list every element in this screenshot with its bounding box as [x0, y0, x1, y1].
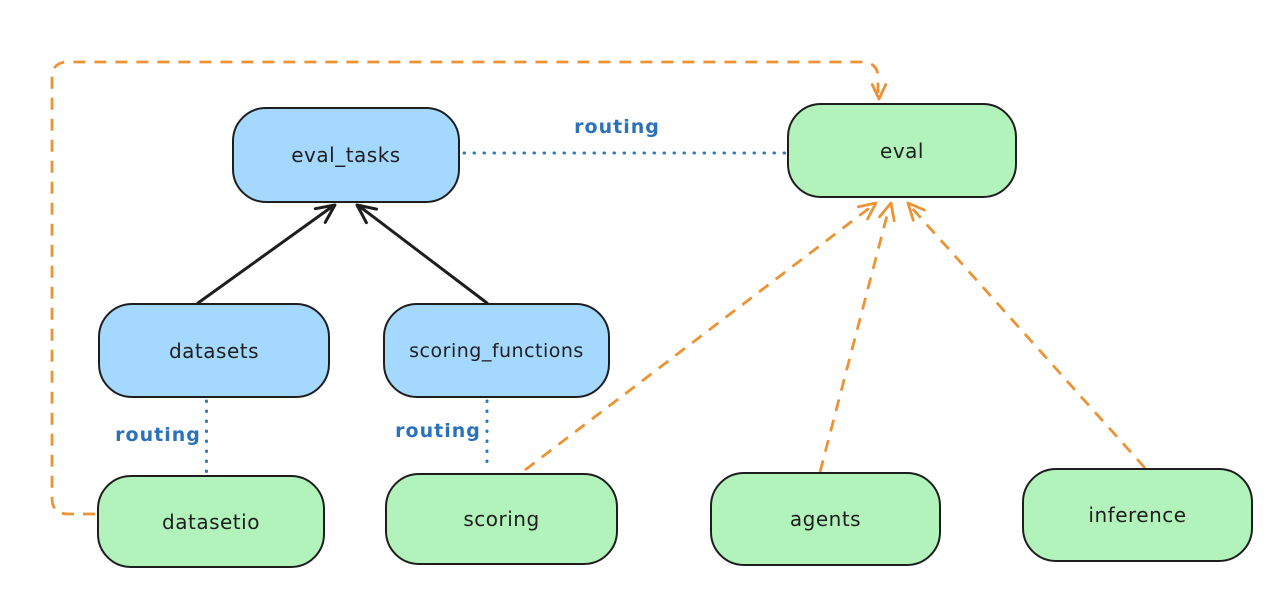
edge-label-routing-datasets-datasetio: routing: [115, 424, 201, 446]
node-eval_tasks-label: eval_tasks: [291, 143, 401, 167]
node-scoring_functions-label: scoring_functions: [409, 339, 584, 362]
node-datasetio-label: datasetio: [162, 509, 260, 534]
edge-datasetio-to-eval-dashed-loop: [50, 60, 880, 516]
node-eval_tasks: eval_tasks: [232, 107, 460, 203]
node-scoring_functions: scoring_functions: [383, 303, 610, 398]
edge-datasetio-to-eval-arrowhead: [870, 83, 888, 101]
edge-scoring-to-eval-arrowhead: [857, 201, 878, 221]
edge-label-routing-scoring_functions-scoring: routing: [395, 420, 481, 442]
edge-scoring_functions-to-eval_tasks-arrowhead: [355, 203, 379, 225]
node-agents: agents: [710, 472, 941, 566]
edge-agents-to-eval-dashed: [818, 207, 891, 473]
edge-agents-to-eval-arrowhead: [878, 201, 896, 223]
node-datasets-label: datasets: [168, 338, 260, 363]
node-datasetio: datasetio: [97, 475, 325, 568]
node-scoring: scoring: [385, 473, 618, 565]
node-agents-label: agents: [789, 507, 862, 531]
node-scoring-label: scoring: [463, 507, 540, 531]
edge-scoring_functions-to-eval_tasks-line: [357, 204, 489, 305]
node-inference-label: inference: [1088, 503, 1187, 527]
node-inference: inference: [1022, 468, 1253, 562]
node-datasets: datasets: [98, 303, 330, 398]
node-eval-label: eval: [880, 138, 924, 163]
edge-datasets-to-eval_tasks-line: [196, 204, 335, 305]
node-eval: eval: [787, 103, 1017, 198]
edge-label-routing-eval_tasks-eval: routing: [574, 116, 660, 138]
edge-inference-to-eval-arrowhead: [906, 201, 926, 222]
edge-inference-to-eval-dashed: [909, 206, 1147, 469]
edge-datasets-to-eval_tasks-arrowhead: [313, 203, 337, 224]
edge-scoring-to-eval-dashed: [524, 204, 873, 472]
